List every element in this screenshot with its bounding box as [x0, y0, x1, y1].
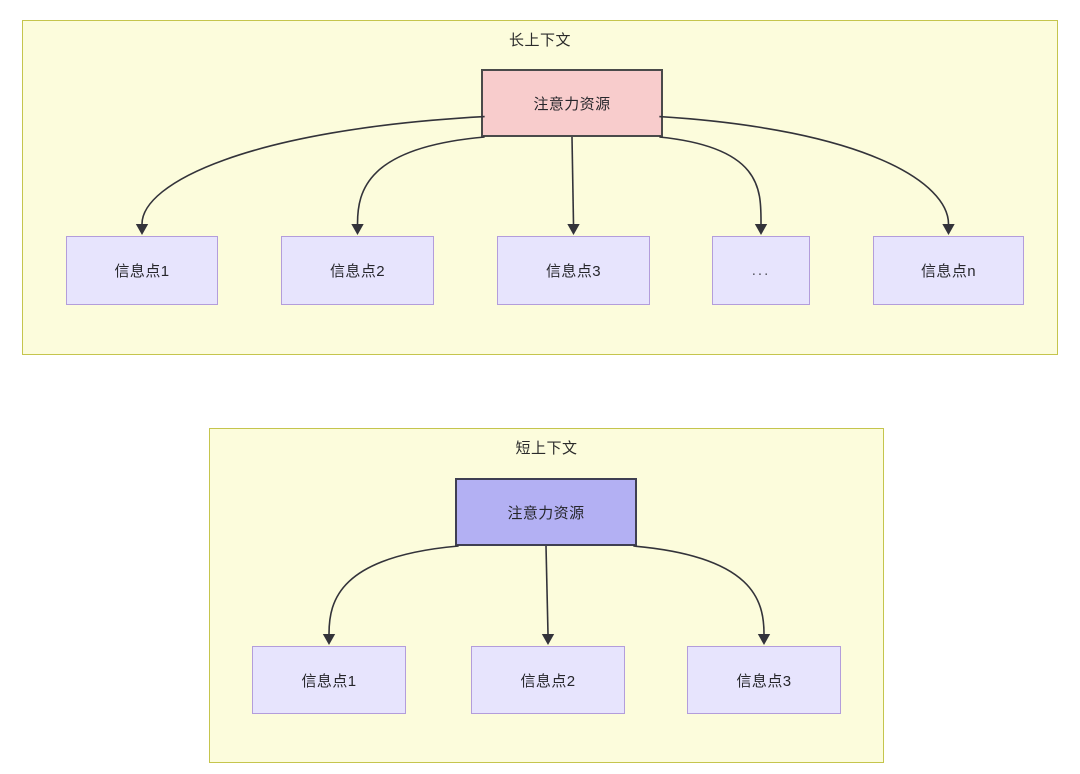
- attention-resource-node-long[interactable]: 注意力资源: [481, 69, 663, 137]
- panel-short-context-title: 短上下文: [515, 440, 578, 457]
- info-point-label: 信息点2: [330, 263, 385, 280]
- info-point-label: 信息点3: [736, 672, 792, 690]
- info-point-label: ...: [751, 262, 771, 279]
- attention-resource-label-long: 注意力资源: [533, 95, 611, 113]
- info-point-ellipsis-node[interactable]: ...: [712, 236, 810, 305]
- info-point-node[interactable]: 信息点n: [873, 236, 1024, 305]
- info-point-label: 信息点3: [546, 263, 601, 280]
- info-point-label: 信息点1: [114, 263, 170, 280]
- info-point-label: 信息点2: [520, 672, 576, 690]
- info-point-node[interactable]: 信息点3: [687, 646, 841, 714]
- info-point-node[interactable]: 信息点1: [252, 646, 406, 714]
- info-point-node[interactable]: 信息点1: [66, 236, 218, 305]
- attention-resource-node-short[interactable]: 注意力资源: [455, 478, 637, 546]
- attention-resource-label-short: 注意力资源: [507, 504, 585, 522]
- info-point-label: 信息点n: [921, 263, 976, 280]
- info-point-node[interactable]: 信息点3: [497, 236, 650, 305]
- info-point-label: 信息点1: [301, 672, 357, 690]
- info-point-node[interactable]: 信息点2: [471, 646, 625, 714]
- info-point-node[interactable]: 信息点2: [281, 236, 434, 305]
- panel-long-context-title: 长上下文: [508, 32, 571, 49]
